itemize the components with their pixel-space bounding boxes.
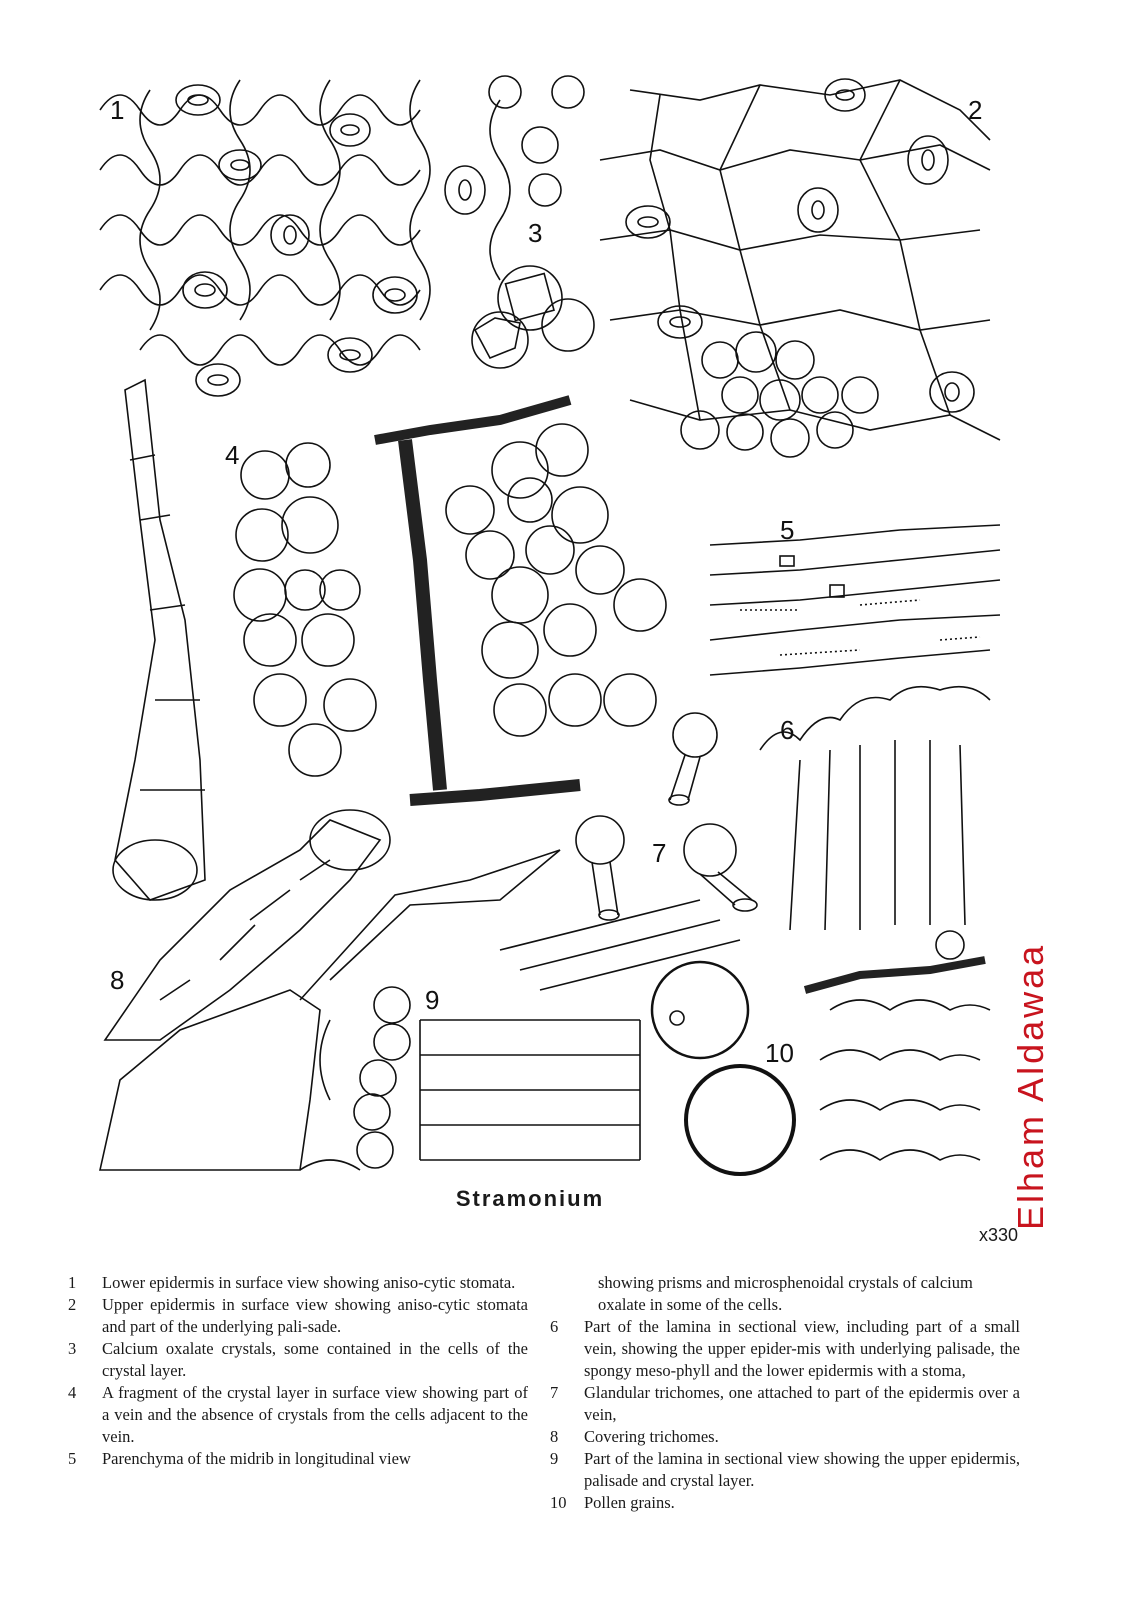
legend-item-1: 1 Lower epidermis in surface view showin… [68,1272,528,1294]
illustration-plate: 1 2 3 4 5 6 7 8 9 10 [99,75,1001,1176]
crystal-layer-drawing [233,395,667,806]
figure-number-5: 5 [780,515,795,545]
palisade-section-drawing [299,986,641,1171]
legend-item-8: 8 Covering trichomes. [550,1426,1020,1448]
legend-item-4: 4 A fragment of the crystal layer in sur… [68,1382,528,1448]
legend-number: 9 [550,1449,559,1468]
author-watermark: Elham Aldawaa [1010,942,1051,1230]
legend-text: Covering trichomes. [584,1427,719,1446]
legend-number: 3 [68,1339,77,1358]
figure-number-8: 8 [110,965,125,995]
figure-number-3: 3 [528,218,543,248]
legend-item-5-continuation: showing prisms and microsphenoidal cryst… [598,1273,973,1314]
legend-number: 4 [68,1383,77,1402]
lower-epidermis-drawing [99,79,511,397]
figure-title: Stramonium [455,1186,605,1211]
legend-item-9: 9 Part of the lamina in sectional view s… [550,1448,1020,1492]
figure-number-1: 1 [110,95,125,125]
legend-item-7: 7 Glandular trichomes, one attached to p… [550,1382,1020,1426]
legend-right-column: showing prisms and microsphenoidal cryst… [550,1272,1020,1514]
legend-text: Upper epidermis in surface view showing … [102,1295,528,1336]
upper-epidermis-drawing [599,78,1001,458]
legend-number: 2 [68,1295,77,1314]
figure-number-9: 9 [425,985,440,1015]
covering-trichomes-drawing [99,378,561,1171]
legend-item-3: 3 Calcium oxalate crystals, some contain… [68,1338,528,1382]
legend-number: 7 [550,1383,559,1402]
legend-number: 1 [68,1273,77,1292]
legend-text: Glandular trichomes, one attached to par… [584,1383,1020,1424]
figure-number-7: 7 [652,838,667,868]
legend-item-6: 6 Part of the lamina in sectional view, … [550,1316,1020,1382]
legend-text: Lower epidermis in surface view showing … [102,1273,516,1292]
legend-left-column: 1 Lower epidermis in surface view showin… [68,1272,528,1470]
legend-number: 5 [68,1449,77,1468]
legend-item-10: 10 Pollen grains. [550,1492,1020,1514]
legend-text: Pollen grains. [584,1493,675,1512]
parenchyma-drawing [709,524,1001,676]
legend-text: Parenchyma of the midrib in longitudinal… [102,1449,411,1468]
legend-item-2: 2 Upper epidermis in surface view showin… [68,1294,528,1338]
lamina-section-drawing [759,685,991,1161]
legend-text: Calcium oxalate crystals, some contained… [102,1339,528,1380]
legend-text: Part of the lamina in sectional view sho… [584,1449,1020,1490]
figure-number-10: 10 [765,1038,794,1068]
legend-number: 6 [550,1317,559,1336]
figure-number-4: 4 [225,440,240,470]
magnification-label: x330 [978,1225,1018,1245]
legend-text: Part of the lamina in sectional view, in… [584,1317,1020,1380]
glandular-trichomes-drawing [499,712,758,991]
legend-number: 10 [550,1493,567,1512]
figure-number-6: 6 [780,715,795,745]
legend-number: 8 [550,1427,559,1446]
legend-item-5: 5 Parenchyma of the midrib in longitudin… [68,1448,528,1470]
legend-text: A fragment of the crystal layer in surfa… [102,1383,528,1446]
figure-number-2: 2 [968,95,983,125]
pollen-grains-drawing [650,960,796,1176]
crystals-drawing [471,75,595,369]
illustration-svg [99,75,1001,1176]
